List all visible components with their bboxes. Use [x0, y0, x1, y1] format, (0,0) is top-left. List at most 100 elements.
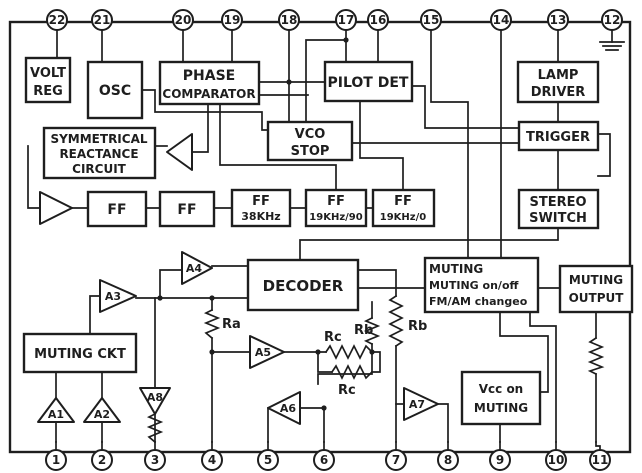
lamp-driver-label-1: LAMP	[538, 68, 579, 83]
pin-22: 22	[46, 9, 68, 31]
ff-19khz-90-label-2: 19KHz/90	[309, 212, 362, 223]
a4-label: A4	[186, 262, 203, 275]
pin-20: 20	[172, 9, 194, 31]
symmetrical-reactance-circuit-block: SYMMETRICAL REACTANCE CIRCUIT	[42, 126, 157, 180]
amplifier-a2: A2	[83, 397, 121, 423]
vcc-on-muting-block: Vcc on MUTING	[460, 370, 542, 426]
wire-muting-vcc	[499, 311, 549, 393]
ff-19khz-0-label-1: FF	[394, 194, 412, 209]
pin-12: 12	[601, 9, 623, 31]
resistor-rb-outer	[388, 294, 404, 348]
pin-9-label: 9	[496, 453, 504, 467]
decoder-block: DECODER	[246, 258, 360, 312]
ff-1-label: FF	[107, 202, 126, 218]
a5-label: A5	[255, 346, 271, 359]
reactance-buffer-triangle	[166, 133, 193, 171]
phase-comparator-label-1: PHASE	[183, 68, 235, 84]
pin-16-label: 16	[370, 13, 387, 27]
volt-reg-label-1: VOLT	[30, 66, 66, 81]
ff-chain-buffer	[39, 191, 73, 225]
volt-reg-block: VOLT REG	[24, 56, 72, 104]
muting-label-3: FM/AM changeo	[429, 295, 528, 308]
a3-label: A3	[105, 290, 121, 303]
pin-10-label: 10	[548, 453, 565, 467]
wire-trigger-stereo	[597, 133, 611, 177]
stereo-switch-block: STEREO SWITCH	[517, 188, 600, 230]
pin-7-label: 7	[392, 453, 400, 467]
resistor-ra	[203, 308, 221, 340]
amplifier-a5: A5	[249, 335, 285, 369]
phase-comparator-label-2: COMPARATOR	[162, 87, 255, 101]
pin-13: 13	[547, 9, 569, 31]
wiring	[27, 29, 625, 443]
ra-label: Ra	[222, 317, 241, 332]
junction-dot	[209, 349, 215, 355]
pin-2: 2	[91, 449, 113, 471]
wire-rb-inner-down	[317, 343, 373, 385]
vcc-on-muting-label-1: Vcc on	[479, 382, 523, 396]
resistor-pin11	[587, 336, 605, 376]
muting-output-label-2: OUTPUT	[569, 291, 625, 305]
rb-outer-label: Rb	[408, 319, 427, 334]
ff-19khz-90-block: FF 19KHz/90	[304, 188, 368, 228]
junction-dot	[315, 349, 321, 355]
trigger-label: TRIGGER	[526, 130, 590, 145]
wire-rc-out	[371, 351, 381, 373]
wire-a4-in	[159, 269, 183, 299]
pin-19-label: 19	[224, 13, 241, 27]
reactance-label-2: REACTANCE	[59, 147, 138, 161]
pin-16: 16	[367, 9, 389, 31]
pin-4-label: 4	[208, 453, 216, 467]
pin-6-label: 6	[320, 453, 328, 467]
pin-8-label: 8	[444, 453, 452, 467]
pin-6: 6	[313, 449, 335, 471]
amplifier-a3: A3	[99, 279, 137, 313]
ff-19khz-0-label-2: 19KHz/0	[380, 212, 427, 223]
vco-stop-block: VCO STOP	[266, 120, 354, 162]
pin-17: 17	[335, 9, 357, 31]
ff-2-label: FF	[177, 202, 196, 218]
a7-label: A7	[409, 398, 425, 411]
lamp-driver-block: LAMP DRIVER	[516, 60, 600, 104]
junction-dot	[343, 37, 349, 43]
reactance-label-3: CIRCUIT	[72, 162, 127, 176]
wire-a7-pin8	[437, 403, 449, 443]
volt-reg-label-2: REG	[33, 84, 63, 99]
pins-top: 22 21 20 19 18 17 16 15 14 13 12	[46, 9, 623, 31]
wire-pilot-trigger	[411, 85, 520, 129]
wire-pin15	[430, 29, 469, 259]
amplifier-a7: A7	[403, 387, 439, 421]
junction-dot	[209, 295, 215, 301]
pin-9: 9	[489, 449, 511, 471]
pin-3-label: 3	[151, 453, 159, 467]
osc-block: OSC	[86, 60, 144, 120]
stereo-switch-label-2: SWITCH	[529, 211, 587, 226]
ff-38khz-label-2: 38KHz	[241, 210, 280, 223]
muting-label-1: MUTING	[429, 262, 483, 276]
pin-5-label: 5	[264, 453, 272, 467]
pin-11: 11	[589, 449, 611, 471]
ff-19khz-90-label-1: FF	[327, 194, 345, 209]
wire-pin17	[305, 29, 347, 123]
pin-17-label: 17	[338, 13, 355, 27]
wire-ckt-a3	[89, 295, 101, 335]
pin-11-label: 11	[592, 453, 609, 467]
phase-comparator-block: PHASE COMPARATOR	[158, 60, 261, 106]
reactance-label-1: SYMMETRICAL	[50, 132, 147, 146]
pin-2-label: 2	[98, 453, 106, 467]
wire-decoder-rb	[357, 269, 397, 297]
pin-5: 5	[257, 449, 279, 471]
muting-block: MUTING MUTING on/off FM/AM changeo	[423, 256, 540, 314]
rb-inner-label: Rb	[354, 323, 373, 338]
pin-21-label: 21	[94, 13, 111, 27]
lamp-driver-label-2: DRIVER	[531, 85, 586, 100]
pin-21: 21	[91, 9, 113, 31]
amplifier-a4: A4	[181, 251, 213, 285]
pin-12-label: 12	[604, 13, 621, 27]
junction-dot	[157, 295, 163, 301]
pin-20-label: 20	[175, 13, 192, 27]
pin-14-label: 14	[493, 13, 510, 27]
decoder-label: DECODER	[263, 277, 344, 295]
muting-output-block: MUTING OUTPUT	[558, 264, 634, 314]
